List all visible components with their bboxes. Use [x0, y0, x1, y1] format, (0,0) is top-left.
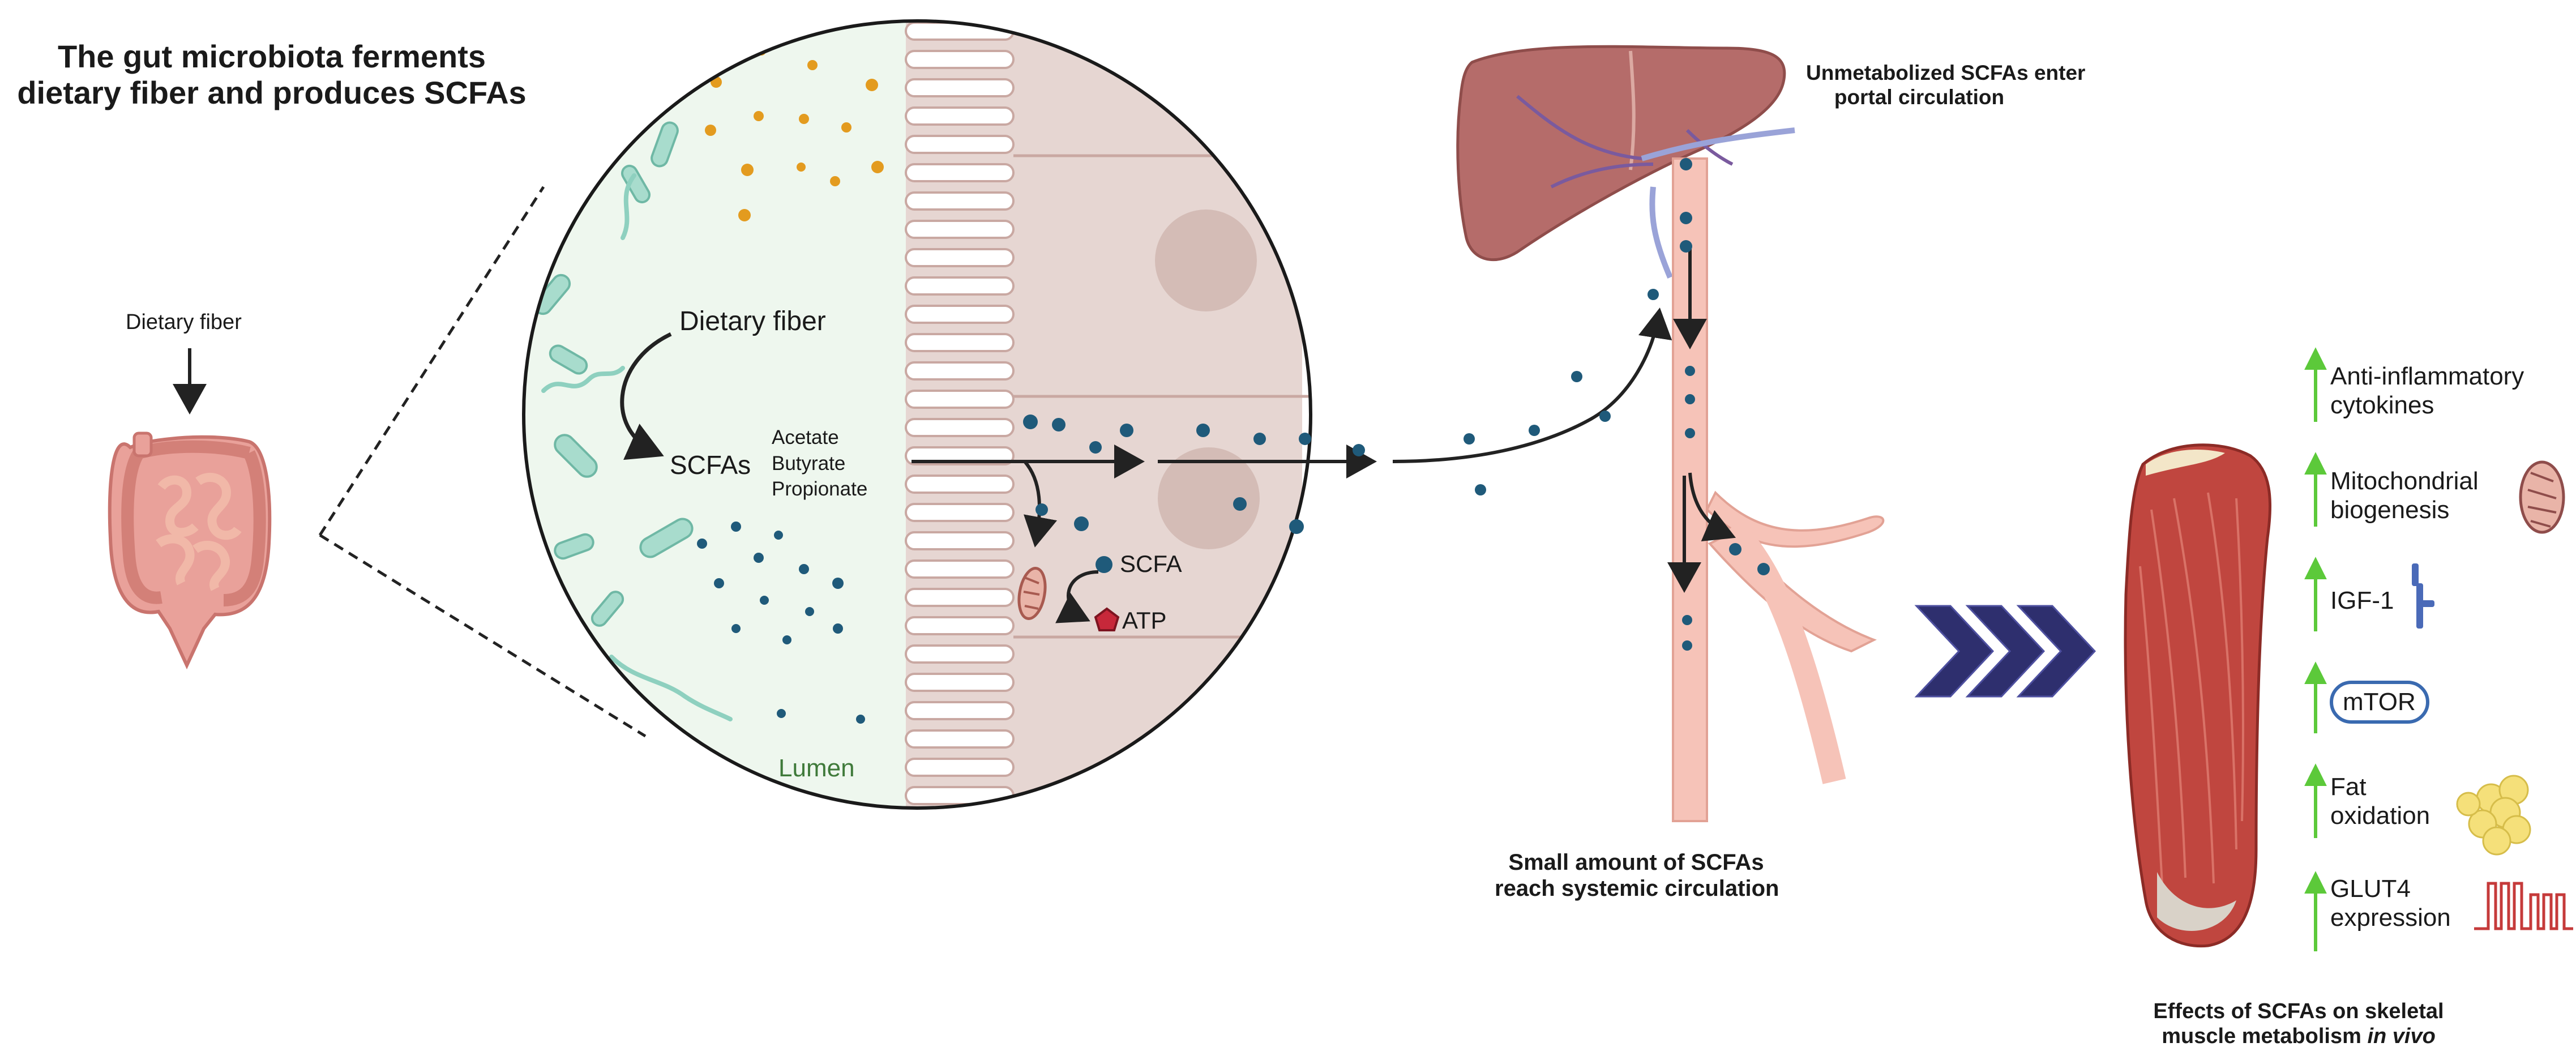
cell-scfa-label: SCFA: [1120, 550, 1182, 577]
effect-label: Mitochondrial: [2330, 467, 2479, 495]
effect-mitochondrial: Mitochondrial biogenesis: [2330, 467, 2479, 524]
effect-label: biogenesis: [2330, 495, 2450, 524]
effect-label: expression: [2330, 903, 2451, 931]
atp-production-arrow: [1055, 570, 1099, 623]
intestine-illustration: [108, 431, 272, 670]
scfa-type-propionate: Propionate: [772, 478, 868, 500]
mtor-box: [2330, 681, 2429, 724]
main-title: The gut microbiota ferments dietary fibe…: [6, 39, 538, 112]
zoom-circle-border: [522, 19, 1312, 810]
muscle-caption-line-2: muscle metabolism in vivo: [2117, 1024, 2480, 1049]
scfas-label: SCFAs: [670, 450, 751, 480]
vessel-branch-down: [1723, 519, 1846, 784]
scfa-type-acetate: Acetate: [772, 426, 839, 448]
scfa-types-list: Acetate Butyrate Propionate: [772, 425, 867, 502]
zoom-lines: [318, 186, 647, 738]
effect-label: GLUT4: [2330, 875, 2411, 903]
effect-label: Anti-inflammatory: [2330, 362, 2524, 390]
effect-label: oxidation: [2330, 801, 2430, 830]
lumen-label: Lumen: [778, 754, 855, 782]
scfa-type-butyrate: Butyrate: [772, 452, 846, 475]
thigh-muscle-illustration: [2124, 443, 2272, 948]
title-line-1: The gut microbiota ferments: [57, 39, 486, 74]
liver-illustration: [1456, 45, 1795, 279]
systemic-caption-line-2: reach systemic circulation: [1495, 876, 1779, 901]
liver-caption-line-2: portal circulation: [1834, 85, 2005, 109]
fermentation-arrow: [620, 332, 672, 460]
muscle-caption-text: muscle metabolism: [2162, 1024, 2361, 1048]
gut-lumen-zoom: [524, 21, 1311, 808]
to-portal-arrow: [1392, 307, 1672, 463]
title-line-2: dietary fiber and produces SCFAs: [17, 75, 527, 111]
mitochondrion-icon: [1017, 567, 1047, 620]
systemic-caption-line-1: Small amount of SCFAs: [1508, 850, 1764, 875]
fat-droplets-icon: [2456, 775, 2531, 856]
effect-fat-oxidation: Fat oxidation: [2330, 773, 2430, 830]
glut4-transporter-icon: [2474, 882, 2573, 930]
effect-label: Fat: [2330, 773, 2367, 801]
scfa-molecule: [1096, 556, 1112, 573]
uptake-arrow: [1023, 460, 1058, 548]
systemic-caption: Small amount of SCFAs reach systemic cir…: [1495, 849, 1779, 901]
muscle-caption-line-1: Effects of SCFAs on skeletal: [2153, 999, 2444, 1023]
vessel-scfa-dots: [1680, 158, 1770, 651]
effect-label: cytokines: [2330, 391, 2434, 419]
liver-caption: Unmetabolized SCFAs enter portal circula…: [1806, 61, 2086, 109]
branch-flow-arrow: [1688, 472, 1736, 542]
mitochondrion-effect-icon: [2519, 460, 2565, 534]
in-vivo-text: in vivo: [2367, 1024, 2436, 1048]
effect-igf1: IGF-1: [2330, 587, 2394, 616]
gut-fiber-label: Dietary fiber: [126, 310, 242, 334]
atp-icon: [1094, 607, 1120, 631]
lumen-fiber-label: Dietary fiber: [679, 306, 826, 336]
chevron-arrows: [1914, 605, 2096, 698]
liver-caption-line-1: Unmetabolized SCFAs enter: [1806, 61, 2086, 84]
effect-label: IGF-1: [2330, 587, 2394, 614]
effect-arrows: [2304, 347, 2327, 951]
igf1-receptor-icon: [2412, 563, 2434, 629]
transport-scfa-dots: [1023, 289, 1659, 534]
atp-label: ATP: [1122, 607, 1167, 634]
effect-glut4: GLUT4 expression: [2330, 875, 2451, 932]
lumen-scfa-dots: [697, 522, 865, 724]
effect-anti-inflammatory: Anti-inflammatory cytokines: [2330, 362, 2524, 420]
effect-mtor: mTOR: [2343, 688, 2416, 717]
muscle-caption: Effects of SCFAs on skeletal muscle meta…: [2117, 999, 2480, 1049]
effect-label: mTOR: [2343, 688, 2416, 716]
